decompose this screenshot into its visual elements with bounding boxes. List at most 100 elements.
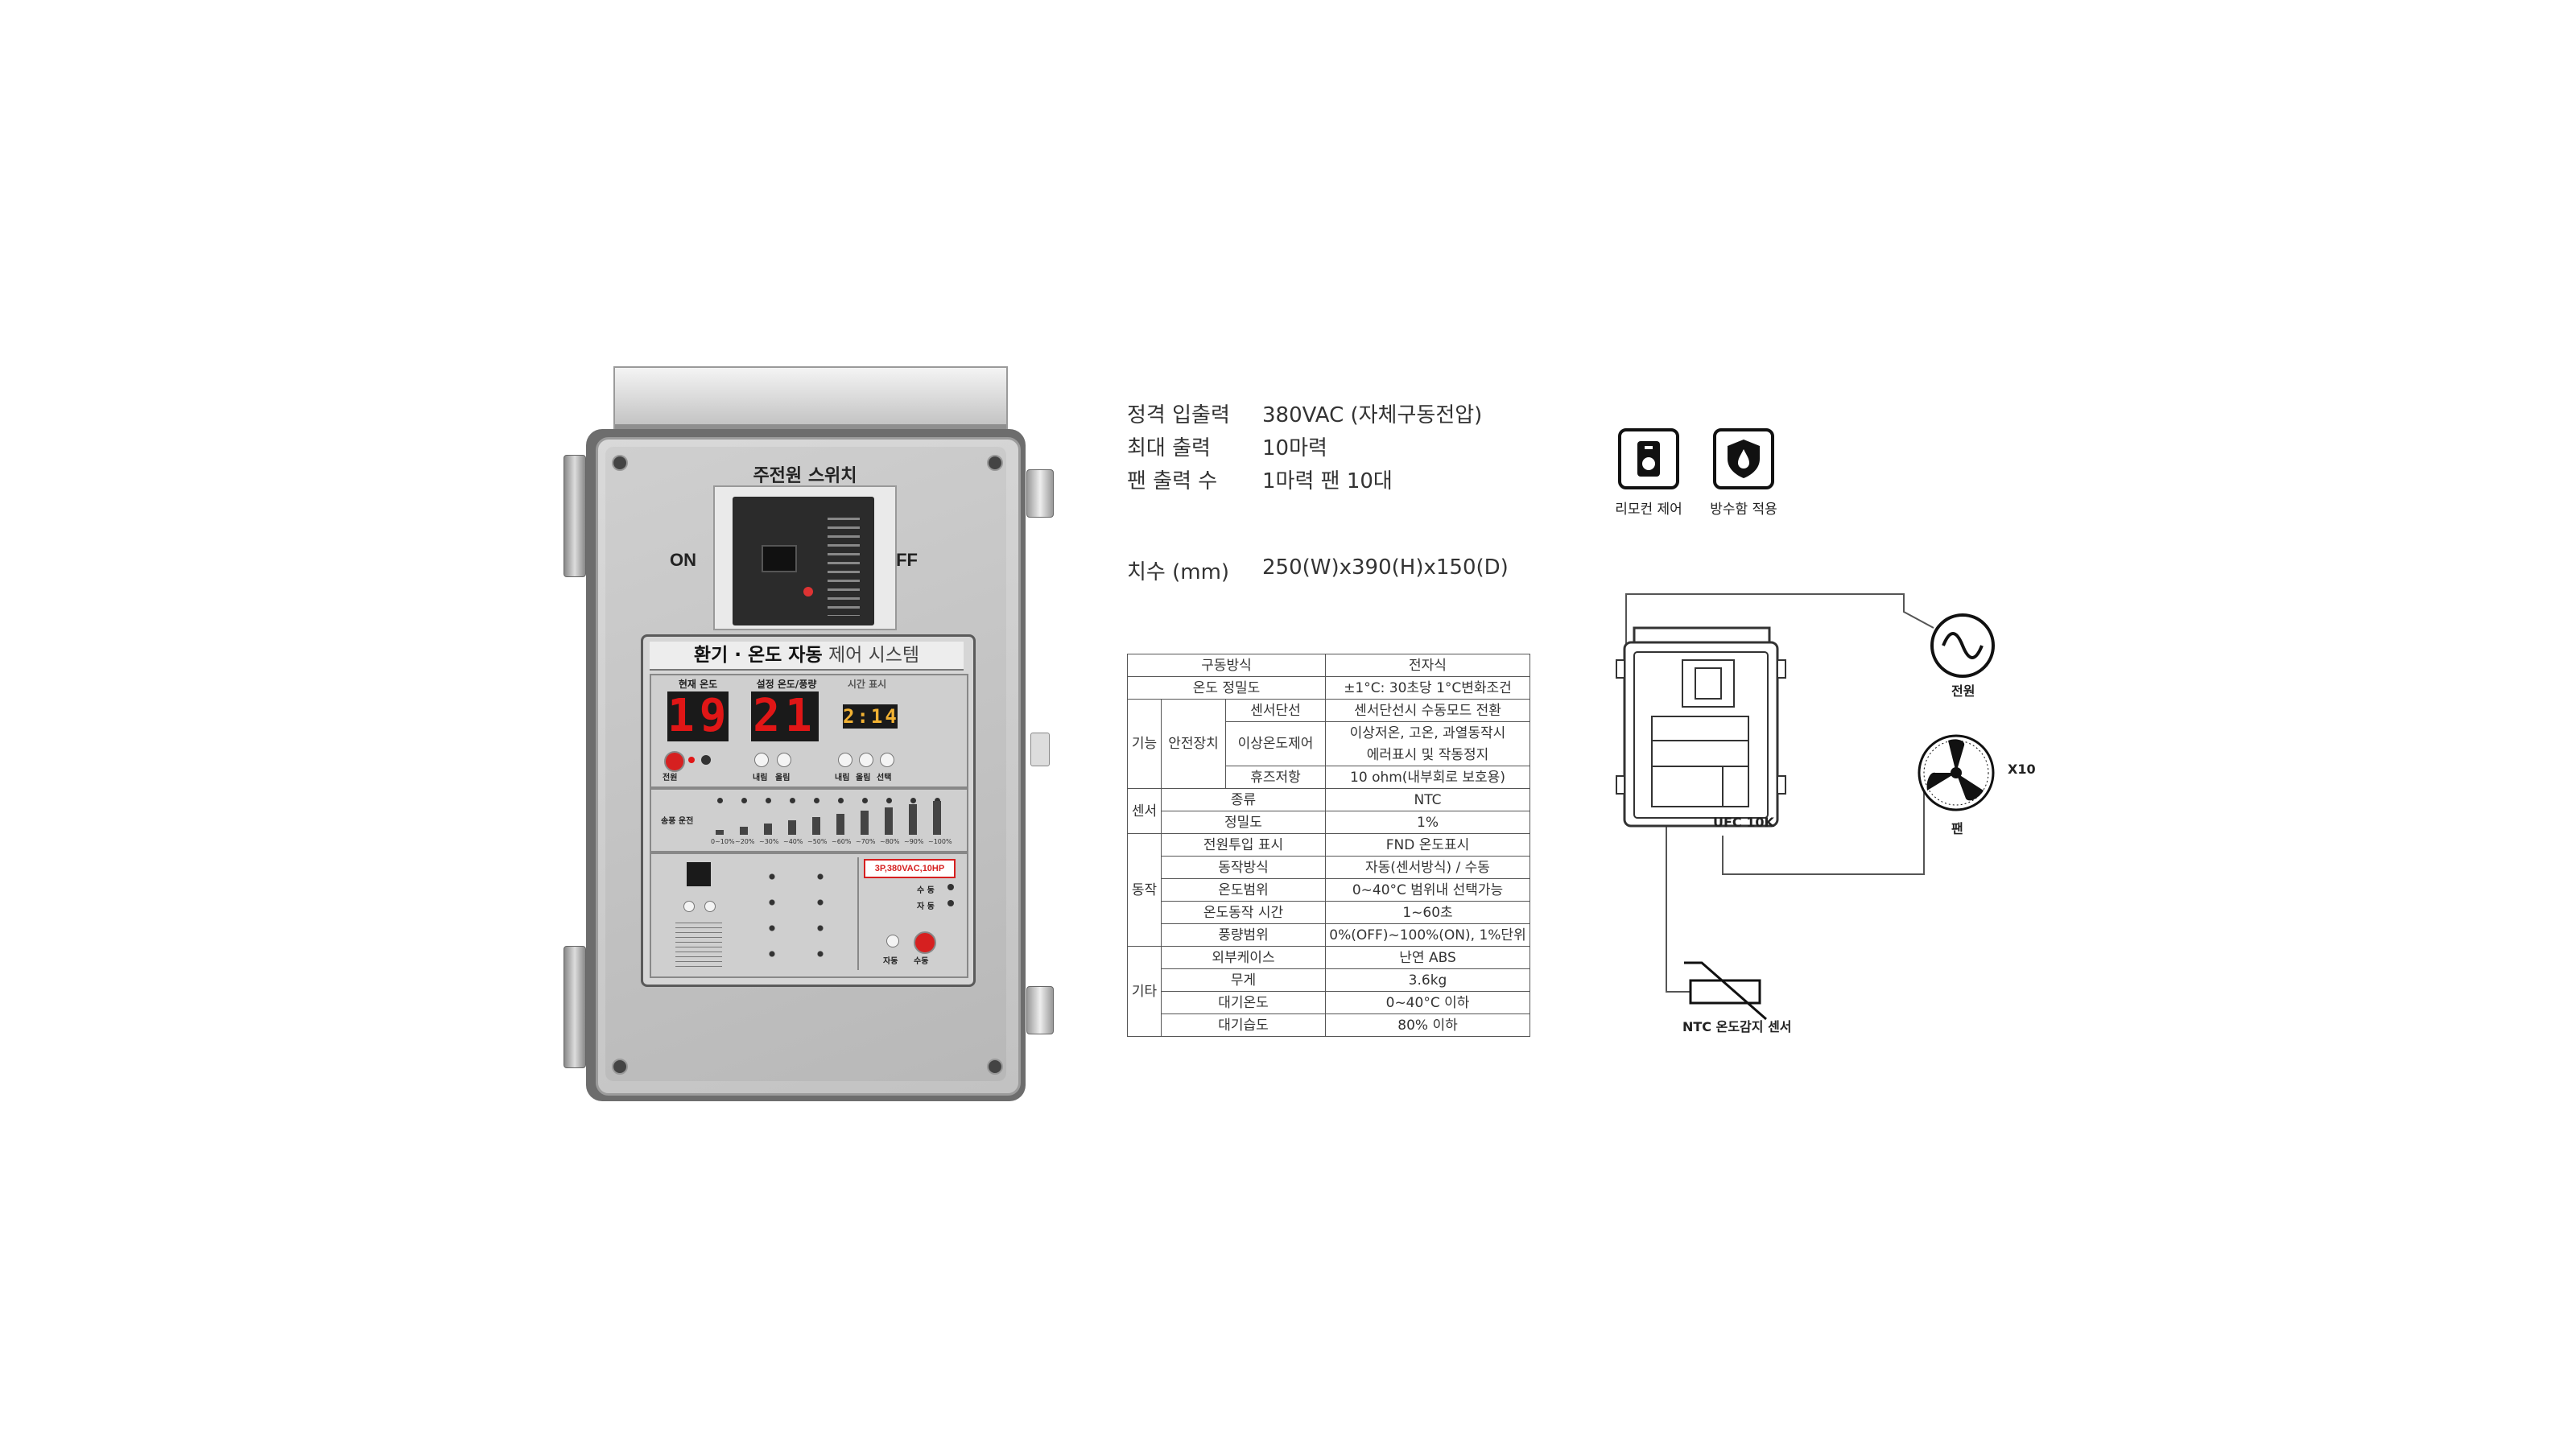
main-switch-label: 주전원 스위치 [753, 466, 857, 486]
ntc-sensor-icon [1684, 961, 1767, 1021]
fan-level-label: ~50% [807, 838, 828, 845]
table-cell: 센서단선시 수동모드 전환 [1325, 699, 1530, 722]
fan-level-label: ~60% [832, 838, 852, 845]
fan-level-bar [812, 817, 820, 835]
auto-mode-label: 자 동 [917, 902, 935, 911]
time-label: 시간 표시 [847, 679, 887, 690]
fan-level-bar [836, 814, 844, 835]
table-cell: 종류 [1161, 788, 1326, 811]
table-cell: 10 ohm(내부회로 보호용) [1325, 766, 1530, 789]
table-cell: 풍량범위 [1161, 923, 1326, 947]
menu-up-button[interactable] [704, 901, 716, 912]
table-row: 에러표시 및 작동정지 [1128, 744, 1530, 766]
fan-level-label: 0~10% [711, 838, 735, 845]
control-panel: 환기 · 온도 자동 제어 시스템 현재 온도 설정 온도/풍량 시간 표시 1… [641, 634, 976, 987]
ir-receiver-window [687, 862, 711, 886]
sensor-wire [1666, 821, 1690, 993]
table-cell: 80% 이하 [1325, 1013, 1530, 1037]
table-cell: 휴즈저항 [1225, 766, 1326, 789]
set-down-button[interactable] [754, 753, 769, 767]
screw [987, 1059, 1003, 1075]
table-cell: 전원투입 표시 [1161, 833, 1326, 857]
auto-button[interactable] [886, 935, 899, 947]
status-led [701, 755, 711, 765]
latch-top [1026, 469, 1054, 518]
power-led [688, 757, 695, 763]
screw [612, 455, 628, 471]
table-cell: 자동(센서방식) / 수동 [1325, 856, 1530, 879]
time-up-button[interactable] [859, 753, 873, 767]
table-cell: 0%(OFF)~100%(ON), 1%단위 [1325, 923, 1530, 947]
table-cell: 1~60초 [1325, 901, 1530, 924]
table-cell: 대기습도 [1161, 1013, 1326, 1037]
table-row: 온도 정밀도±1°C: 30초당 1°C변화조건 [1127, 676, 1530, 700]
table-cell: 구동방식 [1127, 654, 1326, 677]
time-down-button[interactable] [838, 753, 852, 767]
table-cell: 0~40°C 범위내 선택가능 [1325, 878, 1530, 902]
controller-label: UFC 10K [1713, 815, 1774, 830]
hinge-top [564, 455, 586, 577]
waterproof-shield-icon [1713, 428, 1774, 489]
table-cell: 0~40°C 이하 [1325, 991, 1530, 1014]
ac-power-icon [1930, 613, 1995, 678]
power-button-label: 전원 [663, 774, 678, 782]
set-up-button[interactable] [777, 753, 791, 767]
fan-level-led [717, 798, 723, 803]
current-temp-label: 현재 온도 [678, 679, 718, 690]
table-cell: 외부케이스 [1161, 946, 1326, 969]
set-up-label: 올림 [775, 774, 791, 782]
table-cell: 에러표시 및 작동정지 [1325, 744, 1530, 766]
fan-level-label: ~30% [759, 838, 779, 845]
latch-bottom [1026, 986, 1054, 1034]
fan-level-bar [788, 820, 796, 835]
table-cell: FND 온도표시 [1325, 833, 1530, 857]
function-led-grid [748, 864, 844, 968]
feature-label-waterproof: 방수함 적용 [1710, 502, 1777, 518]
fan-level-bar [740, 827, 748, 835]
set-temp-display: 21 [751, 691, 819, 741]
fan-level-led [814, 798, 819, 803]
screw [987, 455, 1003, 471]
table-cell: 이상온도제어 [1225, 721, 1326, 766]
menu-down-button[interactable] [683, 901, 695, 912]
wiring-diagram [1616, 593, 1995, 1021]
table-cell: 대기온도 [1161, 991, 1326, 1014]
power-button[interactable] [664, 751, 685, 772]
feature-label-remote: 리모컨 제어 [1615, 502, 1682, 518]
remote-control-icon [1618, 428, 1679, 489]
table-cell: 정밀도 [1161, 811, 1326, 834]
manual-button-label: 수동 [914, 957, 929, 966]
fan-level-led [910, 798, 916, 803]
set-down-label: 내림 [753, 774, 768, 782]
manual-mode-label: 수 동 [917, 886, 935, 895]
table-cell: 1% [1325, 811, 1530, 834]
manual-button[interactable] [914, 931, 936, 954]
panel-title: 환기 · 온도 자동 제어 시스템 [650, 642, 964, 671]
manual-mode-led [947, 884, 954, 890]
on-label: ON [670, 550, 696, 570]
fan-level-bar [933, 801, 941, 835]
fan-level-label: ~90% [904, 838, 924, 845]
fan-operation-label: 송풍 운전 [661, 817, 694, 826]
table-cell: 3.6kg [1325, 968, 1530, 992]
fan-level-bar [716, 830, 724, 835]
select-button[interactable] [880, 753, 894, 767]
breaker-test-button [803, 587, 813, 597]
table-cell: 동작방식 [1161, 856, 1326, 879]
spec-key: 팬 출력 수 [1127, 469, 1218, 493]
spec-value: 10마력 [1262, 436, 1327, 460]
power-label: 전원 [1951, 683, 1975, 699]
fan-icon [1918, 734, 1995, 811]
table-cell: 무게 [1161, 968, 1326, 992]
table-cell: ±1°C: 30초당 1°C변화조건 [1325, 676, 1530, 700]
fan-level-label: ~80% [880, 838, 900, 845]
fan-level-led [886, 798, 892, 803]
table-cell: 온도범위 [1161, 878, 1326, 902]
